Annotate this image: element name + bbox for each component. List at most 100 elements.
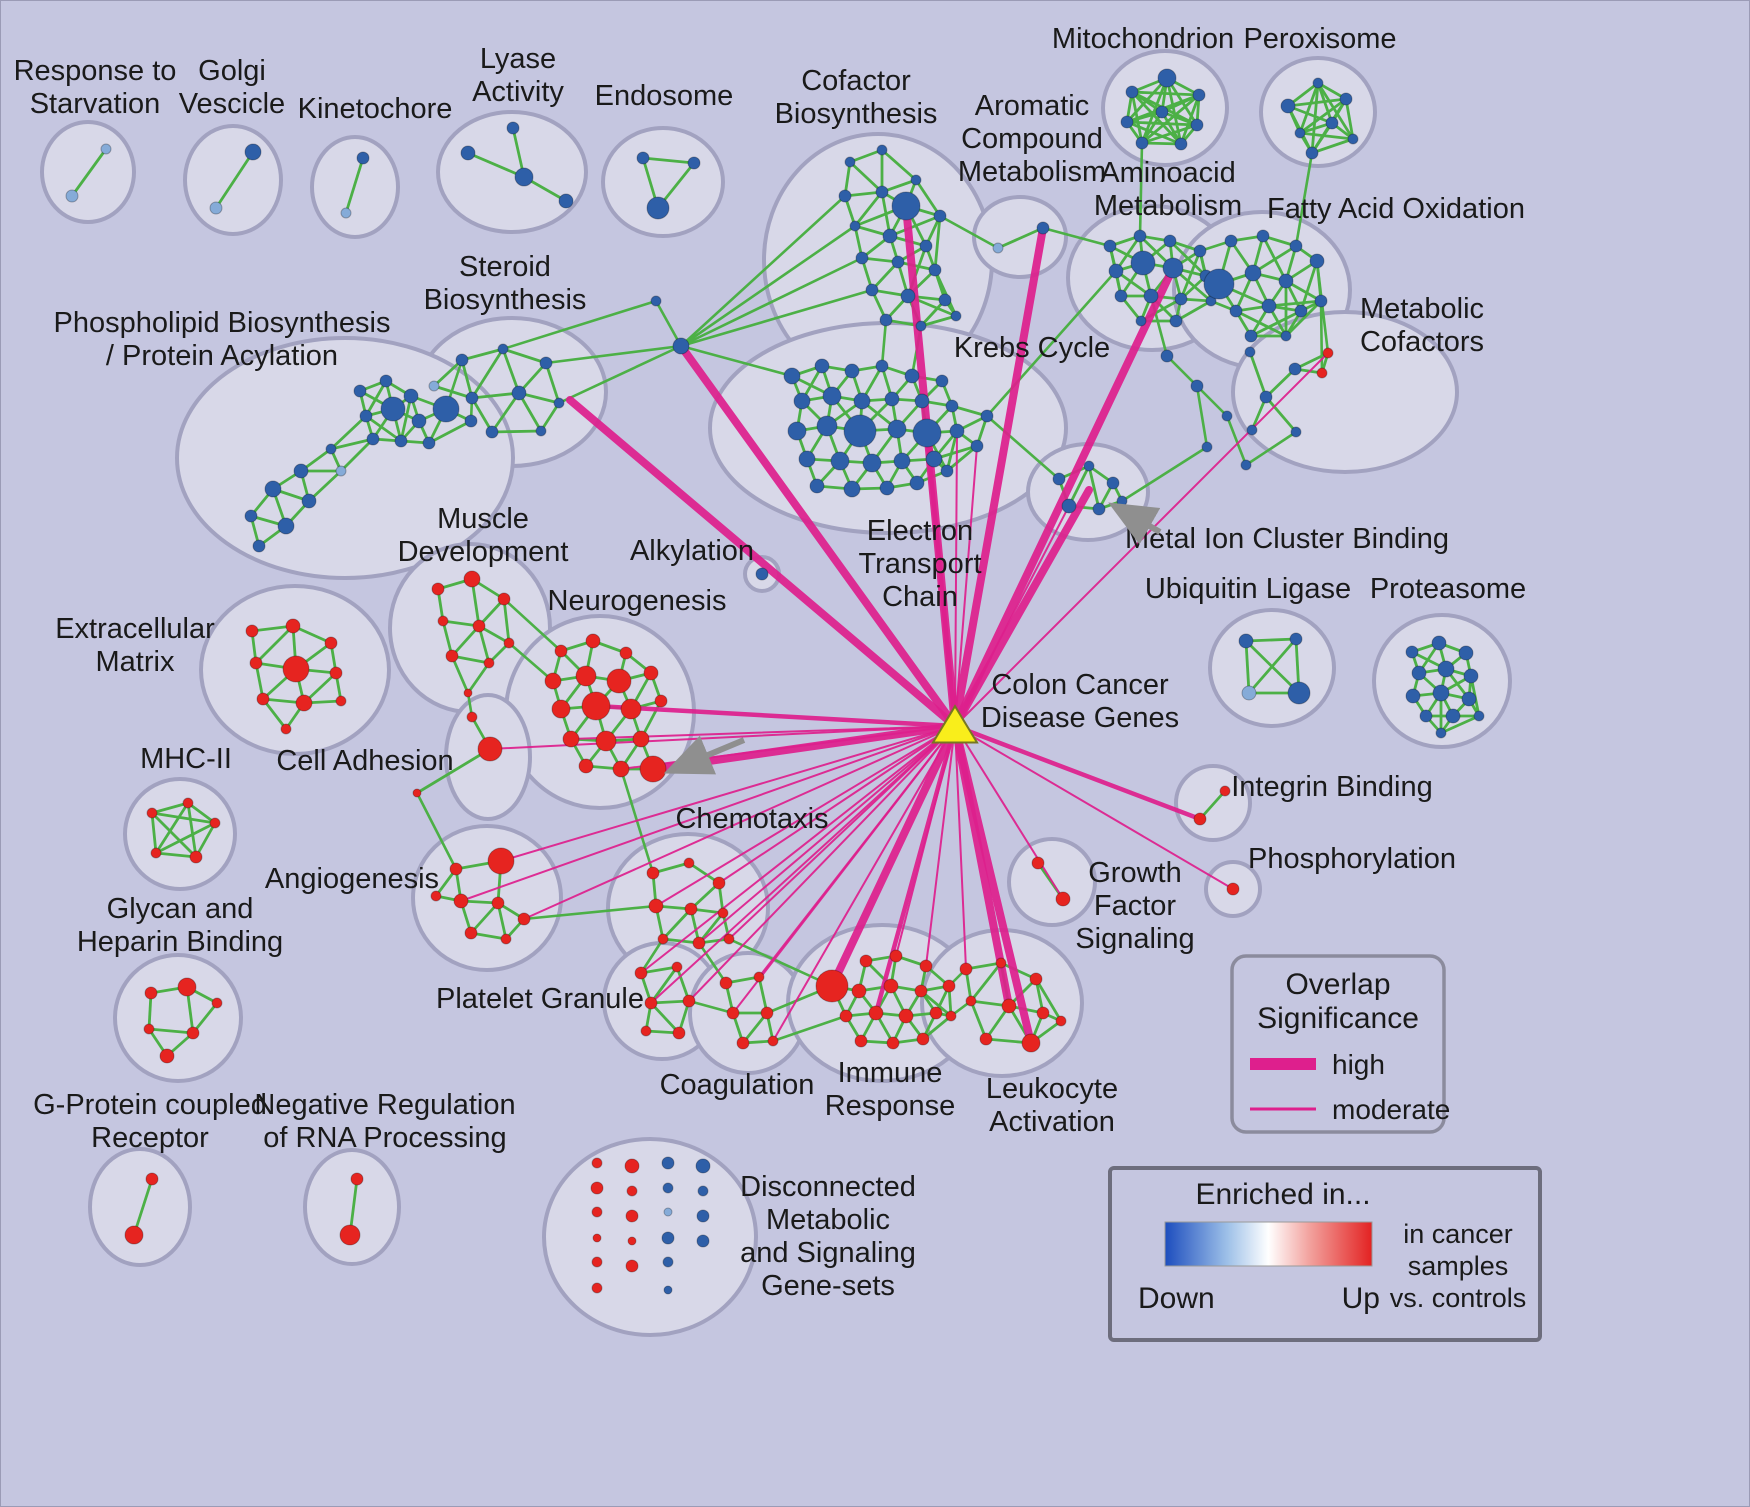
gene-set-edge — [187, 801, 216, 825]
gene-set-node — [814, 358, 830, 374]
gene-set-node — [1125, 85, 1139, 99]
gene-set-edge — [1179, 250, 1202, 300]
gene-set-node — [619, 646, 633, 660]
gene-set-node — [145, 1172, 159, 1186]
hub-label: Disease Genes — [981, 702, 1179, 734]
enriched-gradient-bar — [1164, 1221, 1373, 1267]
gene-set-node — [249, 656, 263, 670]
gene-set-edge — [477, 625, 491, 664]
gene-set-edge — [652, 861, 690, 875]
gene-set-node — [1325, 116, 1339, 130]
gene-set-node — [696, 1209, 710, 1223]
gene-set-edge — [951, 404, 988, 418]
gene-set-node — [1174, 292, 1188, 306]
gene-set-edge — [920, 314, 957, 328]
gene-set-node — [1322, 347, 1334, 359]
cluster-label-growth-factor-signaling: Growth — [1088, 857, 1181, 889]
gene-set-edge — [148, 1027, 194, 1035]
gene-set-node — [898, 1008, 914, 1024]
cluster-label-electron-transport-chain: Electron — [867, 515, 973, 547]
gene-set-node — [1219, 785, 1231, 797]
gene-set-edge — [340, 438, 374, 472]
gene-set-edge — [469, 902, 500, 934]
gene-set-node — [965, 995, 977, 1007]
gene-set-node — [682, 994, 696, 1008]
gene-set-node — [891, 191, 921, 221]
gene-set-edge — [1316, 82, 1355, 140]
gene-set-node — [445, 649, 459, 663]
gene-set-edge — [330, 414, 367, 451]
gene-set-node — [1193, 244, 1207, 258]
gene-set-node — [640, 1025, 652, 1037]
gene-set-node — [329, 666, 343, 680]
gene-set-node — [650, 295, 662, 307]
gene-set-node — [893, 452, 911, 470]
gene-set-edge — [853, 191, 884, 227]
gene-set-node — [1169, 314, 1183, 328]
gene-set-edge — [255, 625, 294, 664]
gene-set-node — [914, 393, 930, 409]
gene-set-node — [755, 567, 769, 581]
cluster-label-golgi-vescicle: Golgi — [198, 55, 266, 87]
gene-set-node — [736, 1036, 750, 1050]
gene-set-node — [428, 380, 440, 392]
gene-set-node — [914, 984, 928, 998]
gene-set-node — [1157, 68, 1177, 88]
gene-set-edge — [1265, 367, 1296, 399]
overlap-edge — [655, 725, 956, 907]
gene-set-edge — [1166, 355, 1198, 387]
gene-set-node — [672, 1026, 686, 1040]
gene-set-node — [643, 665, 659, 681]
gene-set-node — [868, 1005, 884, 1021]
gene-set-node — [1473, 710, 1485, 722]
gene-set-node — [1288, 362, 1302, 376]
gene-set-edge — [939, 214, 999, 250]
gene-set-node — [875, 359, 889, 373]
cluster-label-krebs-cycle: Krebs Cycle — [954, 332, 1110, 364]
gene-set-node — [506, 121, 520, 135]
gene-set-node — [500, 933, 512, 945]
gene-set-edge — [399, 395, 413, 442]
cluster-label-glycan-heparin-binding: Heparin Binding — [77, 926, 283, 958]
gene-set-node — [1192, 88, 1206, 102]
gene-set-edge — [1165, 77, 1183, 145]
gene-set-node — [1108, 263, 1124, 279]
cluster-label-metabolic-cofactors: Metabolic — [1360, 293, 1484, 325]
gene-set-node — [839, 1009, 853, 1023]
gene-set-edge — [1235, 309, 1287, 338]
gene-set-edge — [1126, 110, 1163, 124]
gene-set-node — [1238, 633, 1254, 649]
gene-set-edge — [639, 938, 665, 974]
gene-set-node — [793, 392, 811, 410]
gene-set-node — [403, 388, 419, 404]
gene-set-node — [1160, 349, 1174, 363]
gene-set-node — [661, 1156, 675, 1170]
gene-set-node — [1458, 645, 1474, 661]
overlap-edge — [951, 722, 1035, 1047]
cluster-label-cofactor-biosynthesis: Biosynthesis — [775, 98, 938, 130]
overlap-edge — [677, 342, 959, 730]
gene-set-edge — [364, 380, 388, 417]
cluster-label-coagulation: Coagulation — [660, 1069, 815, 1101]
cluster-label-g-protein-coupled-receptor: Receptor — [91, 1122, 209, 1154]
gene-set-node — [844, 156, 856, 168]
gene-set-node — [979, 1032, 993, 1046]
gene-set-node — [851, 983, 867, 999]
cluster-angiogenesis — [411, 824, 563, 972]
cluster-label-phospholipid-biosynthesis: Phospholipid Biosynthesis — [54, 307, 391, 339]
gene-set-node — [1294, 127, 1306, 139]
gene-set-node — [1193, 812, 1207, 826]
gene-set-node — [517, 912, 531, 926]
gene-set-node — [859, 954, 873, 968]
gene-set-node — [970, 439, 984, 453]
cluster-label-fatty-acid-oxidation: Fatty Acid Oxidation — [1267, 193, 1525, 225]
gene-set-edge — [154, 802, 190, 854]
gene-set-node — [915, 320, 927, 332]
gene-set-edge — [186, 802, 198, 858]
overlap-edge — [758, 725, 956, 978]
gene-set-node — [879, 480, 895, 496]
cluster-label-muscle-development: Development — [398, 536, 569, 568]
gene-set-node — [767, 1035, 779, 1047]
gene-set-node — [282, 655, 310, 683]
cluster-label-steroid-biosynthesis: Steroid — [459, 251, 551, 283]
